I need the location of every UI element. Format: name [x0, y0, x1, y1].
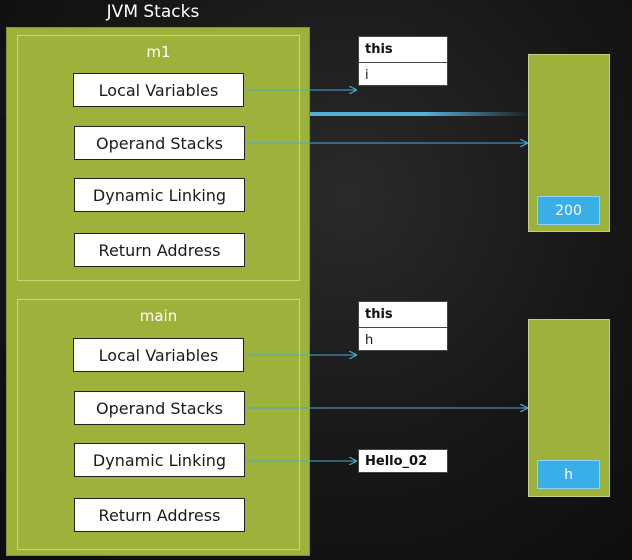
frame-name-main: main: [139, 307, 178, 325]
frame-name-m1: m1: [146, 43, 171, 61]
main-local-variable-table: this h: [358, 301, 448, 351]
m1-local-variable-table: this i: [358, 36, 448, 86]
main-return-address: Return Address: [74, 498, 245, 532]
main-dynamic-linking: Dynamic Linking: [74, 443, 245, 477]
table-row: i: [365, 67, 369, 83]
m1-operand-stacks: Operand Stacks: [74, 126, 245, 160]
dynamic-linking-ref: Hello_02: [358, 449, 448, 473]
operand-value-h: h: [537, 460, 600, 489]
main-local-variables: Local Variables: [73, 338, 244, 372]
diagram-title: JVM Stacks: [106, 2, 200, 22]
linking-ref-label: Hello_02: [365, 453, 428, 469]
table-row: this: [359, 37, 447, 63]
m1-dynamic-linking: Dynamic Linking: [74, 178, 245, 212]
m1-local-variables: Local Variables: [73, 73, 244, 107]
operand-value-200: 200: [537, 196, 600, 225]
table-row: h: [365, 332, 374, 348]
main-operand-stacks: Operand Stacks: [74, 391, 245, 425]
table-row: this: [359, 302, 447, 328]
m1-return-address: Return Address: [74, 233, 245, 267]
